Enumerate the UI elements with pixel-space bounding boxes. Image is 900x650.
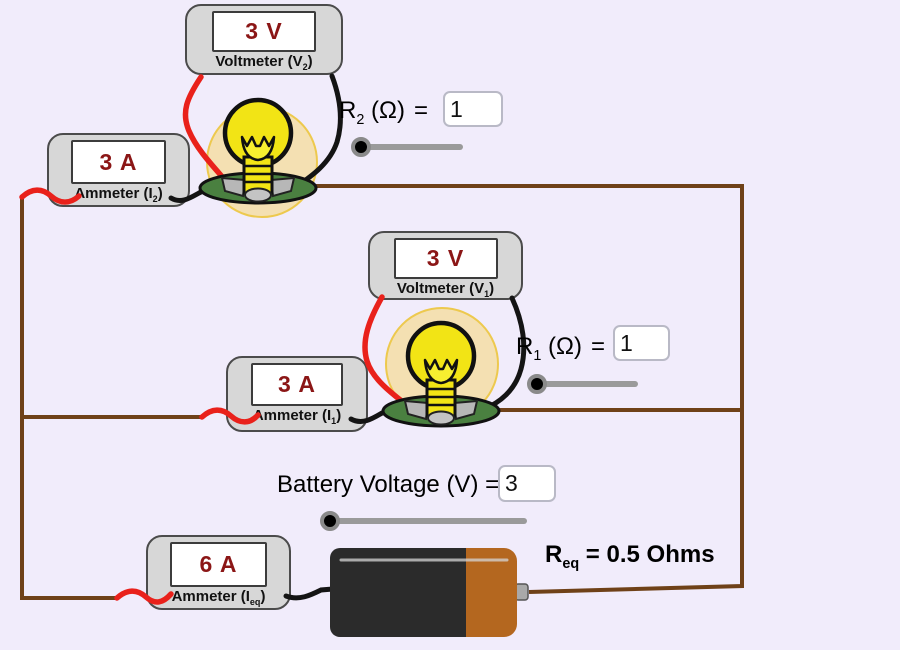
- r2-slider-knob[interactable]: [351, 137, 371, 157]
- r2-label: R2 (Ω)=: [339, 97, 428, 128]
- voltmeter-v2: 3 V Voltmeter (V2): [185, 4, 343, 75]
- ammeter-i2-label: Ammeter (I2): [74, 185, 163, 204]
- battery-voltage-slider-knob[interactable]: [320, 511, 340, 531]
- ammeter-ieq-reading: 6 A: [199, 551, 238, 577]
- ammeter-i2-display: 3 A: [71, 140, 166, 184]
- voltmeter-v1-display: 3 V: [393, 238, 498, 279]
- bulb-2-glow: [206, 106, 318, 218]
- r1-input[interactable]: [613, 325, 670, 361]
- ammeter-i2: 3 A Ammeter (I2): [47, 133, 190, 207]
- voltmeter-v2-label: Voltmeter (V2): [215, 53, 313, 72]
- ammeter-i1: 3 A Ammeter (I1): [226, 356, 368, 432]
- ammeter-ieq-display: 6 A: [170, 542, 267, 587]
- voltmeter-v1-label: Voltmeter (V1): [396, 280, 495, 299]
- r2-input[interactable]: [443, 91, 503, 127]
- ammeter-i1-label: Ammeter (I1): [252, 407, 342, 426]
- voltmeter-v2-reading: 3 V: [245, 18, 283, 44]
- r2-slider-track[interactable]: [358, 144, 463, 150]
- battery-voltage-input[interactable]: [498, 465, 556, 502]
- ammeter-i2-reading: 3 A: [99, 148, 138, 175]
- r1-slider-knob[interactable]: [527, 374, 547, 394]
- battery-voltage-slider-track[interactable]: [327, 518, 527, 524]
- voltmeter-v1-reading: 3 V: [426, 245, 465, 271]
- voltmeter-v2-display: 3 V: [212, 11, 316, 52]
- ammeter-ieq-label: Ammeter (Ieq): [171, 588, 266, 607]
- ammeter-i1-reading: 3 A: [278, 371, 316, 397]
- battery-voltage-label: Battery Voltage (V) =: [277, 471, 500, 498]
- r1-label: R1 (Ω)=: [516, 333, 605, 364]
- voltmeter-v1: 3 V Voltmeter (V1): [368, 231, 523, 300]
- bulb-1-glow: [385, 307, 499, 421]
- ammeter-ieq: 6 A Ammeter (Ieq): [146, 535, 291, 610]
- ammeter-i1-display: 3 A: [251, 363, 343, 406]
- r1-slider-track[interactable]: [534, 381, 638, 387]
- equivalent-resistance-label: Req = 0.5 Ohms: [545, 541, 715, 572]
